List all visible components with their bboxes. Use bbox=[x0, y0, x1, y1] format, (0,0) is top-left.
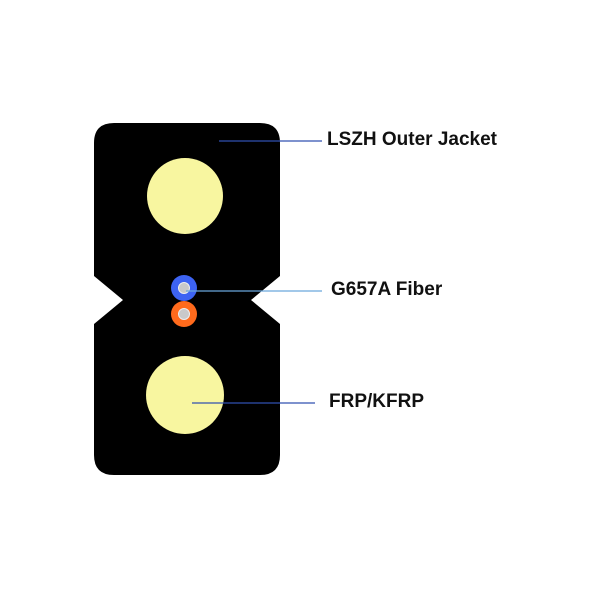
label-jacket: LSZH Outer Jacket bbox=[327, 129, 497, 150]
strength-member-top bbox=[147, 158, 223, 234]
fiber-orange-core bbox=[178, 308, 190, 320]
label-strength-member: FRP/KFRP bbox=[329, 391, 424, 412]
label-fiber: G657A Fiber bbox=[331, 279, 443, 300]
fiber-blue-core bbox=[178, 282, 190, 294]
strength-member-bottom bbox=[146, 356, 224, 434]
